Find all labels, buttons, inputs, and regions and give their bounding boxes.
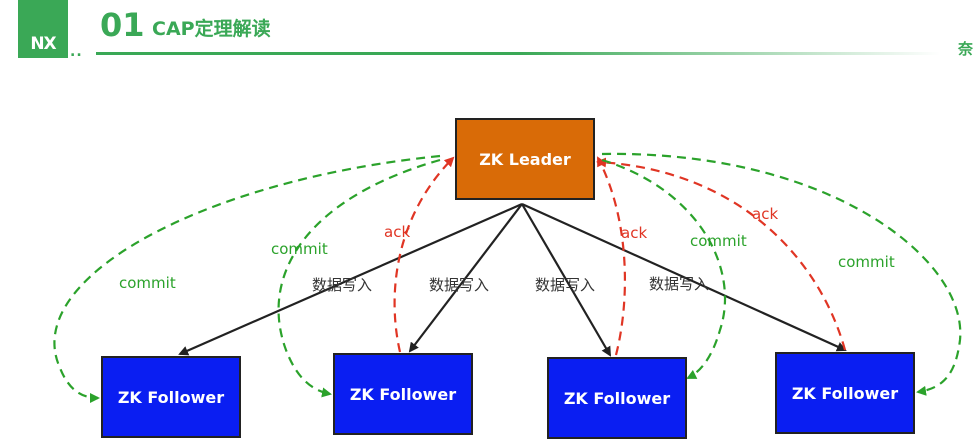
zk-leader-label: ZK Leader [479,149,571,169]
zk-follower-node-4: ZK Follower [775,352,915,434]
corner-text: 奈 [958,40,973,58]
write-arrow-2 [408,203,523,353]
write-label-1: 数据写入 [312,276,372,294]
slide-header: NX .. 01 CAP定理解读 奈 [0,0,973,62]
ack-label-2: ack [621,224,647,242]
zk-follower-node-2: ZK Follower [333,353,473,435]
zk-follower-node-1: ZK Follower [101,356,241,438]
zk-follower-label: ZK Follower [791,383,899,403]
commit-label-1: commit [119,274,176,292]
ack-arrow-1 [393,156,455,353]
commit-label-3: commit [690,232,747,250]
commit-label-2: commit [271,240,328,258]
commit-label-4: commit [838,253,895,271]
section-title: CAP定理解读 [152,18,271,40]
brand-logo: NX [18,0,68,58]
zk-follower-label: ZK Follower [563,388,671,408]
header-divider [96,52,936,55]
zk-leader-node: ZK Leader [455,118,595,200]
logo-dots: .. [70,44,83,60]
logo-text: NX [30,34,56,54]
commit-arrow-3 [601,158,727,379]
zk-follower-label: ZK Follower [117,387,225,407]
write-arrow-1 [178,202,523,356]
write-label-4: 数据写入 [649,275,709,293]
section-number: 01 [100,6,145,44]
header-divider-fade [520,52,940,55]
ack-arrow-3 [596,157,847,351]
write-arrow-3 [521,203,612,357]
write-label-2: 数据写入 [429,276,489,294]
zk-follower-node-3: ZK Follower [547,357,687,439]
commit-arrow-1 [53,154,441,403]
zk-follower-label: ZK Follower [349,384,457,404]
commit-arrow-2 [277,158,441,398]
commit-arrow-4 [601,152,962,396]
ack-label-3: ack [752,205,778,223]
ack-label-1: ack [384,223,410,241]
ack-arrow-2 [597,156,627,356]
write-label-3: 数据写入 [535,276,595,294]
write-arrow-4 [521,202,847,352]
